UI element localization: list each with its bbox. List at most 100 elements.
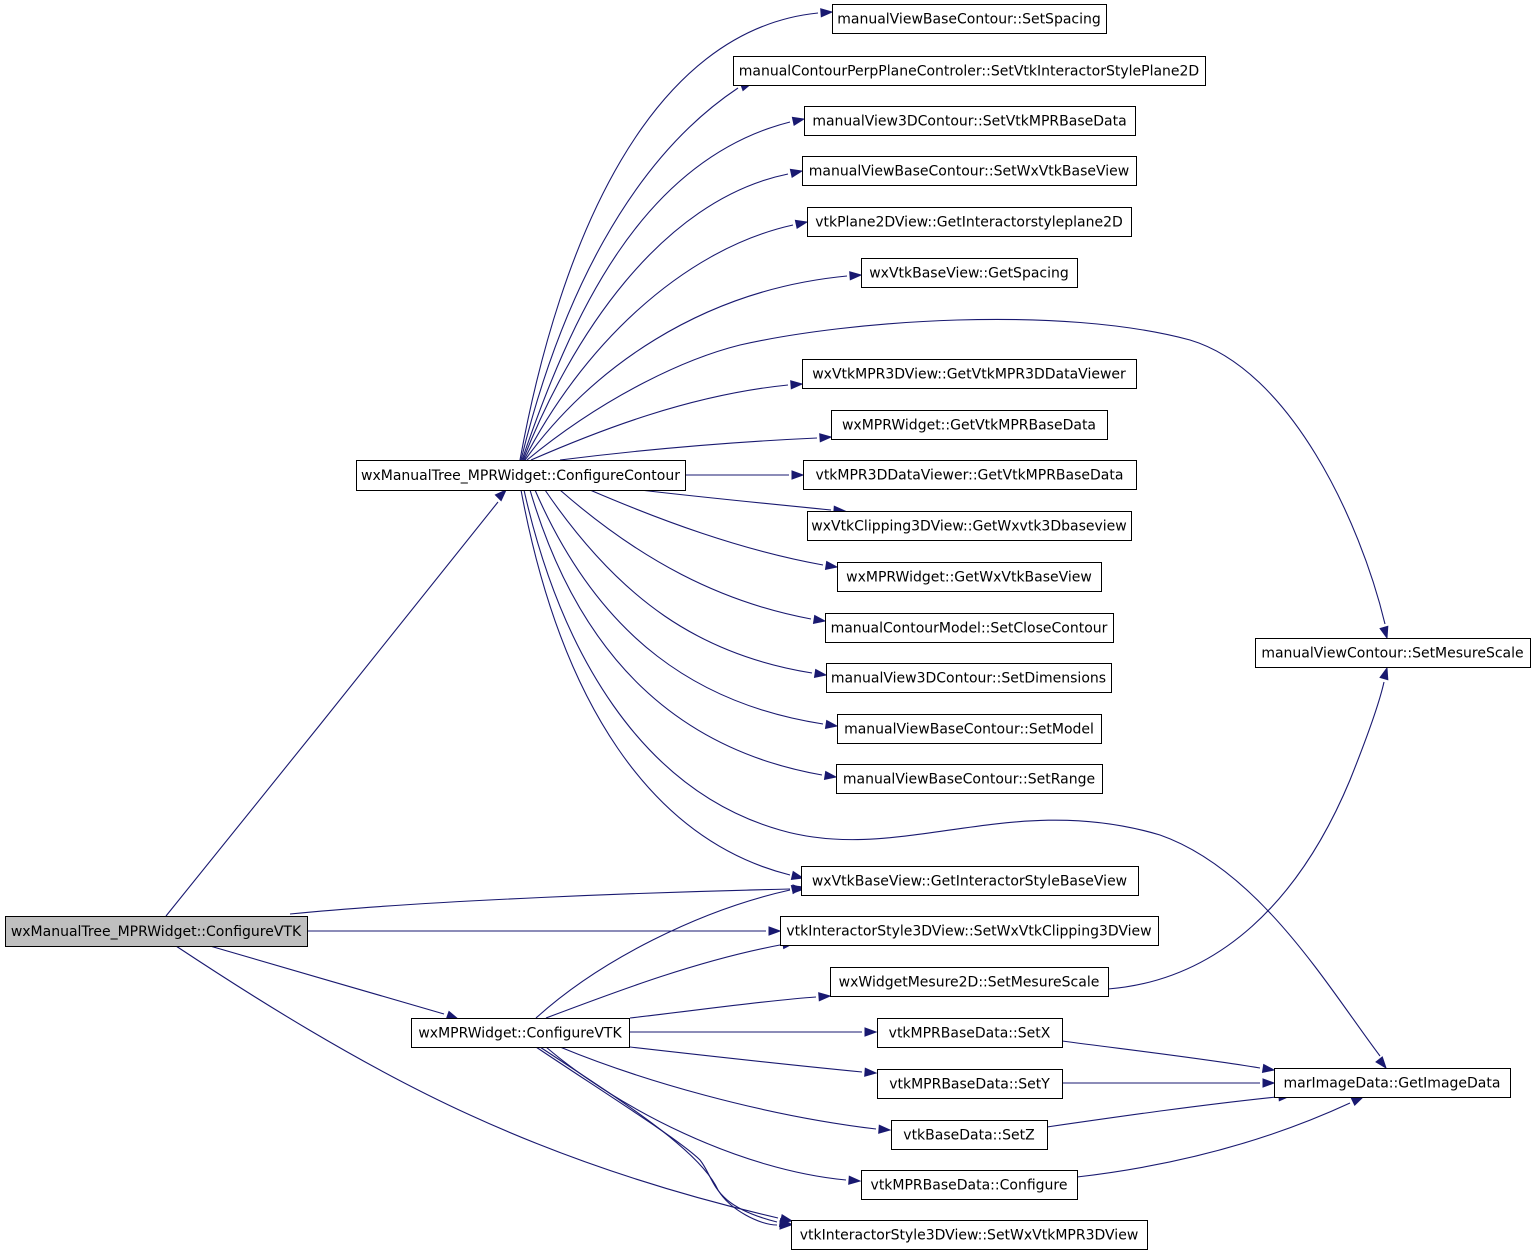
- node-box: [802, 156, 1137, 186]
- arrowhead: [789, 168, 804, 179]
- node-mpr-get-vtk-mpr-base-data[interactable]: wxMPRWidget::GetVtkMPRBaseData: [831, 410, 1108, 440]
- arrowhead: [864, 1027, 878, 1037]
- edge-arrow: [289, 884, 806, 915]
- node-label: manualViewBaseContour::SetSpacing: [837, 12, 1101, 28]
- edge-line: [530, 384, 789, 461]
- node-get-interactorstyleplane2d[interactable]: vtkPlane2DView::GetInteractorstyleplane2…: [807, 207, 1132, 237]
- edge-line: [544, 489, 813, 674]
- node-label: vtkMPRBaseData::Configure: [871, 1178, 1068, 1194]
- edge-line: [519, 12, 819, 461]
- node-set-mesure-scale[interactable]: manualViewContour::SetMesureScale: [1255, 638, 1531, 668]
- edge-line: [1076, 1102, 1351, 1178]
- edge-line: [559, 489, 812, 620]
- node-get-interactor-style-base-view[interactable]: wxVtkBaseView::GetInteractorStyleBaseVie…: [801, 866, 1139, 896]
- node-label: wxVtkMPR3DView::GetVtkMPR3DDataViewer: [812, 367, 1126, 383]
- node-set-model[interactable]: manualViewBaseContour::SetModel: [837, 714, 1102, 744]
- edge-line: [289, 888, 791, 915]
- edge-arrow: [535, 885, 805, 1019]
- node-get-spacing[interactable]: wxVtkBaseView::GetSpacing: [861, 258, 1078, 288]
- arrowhead: [1261, 1063, 1276, 1074]
- node-label: wxMPRWidget::GetVtkMPRBaseData: [842, 418, 1096, 434]
- node-box: [780, 916, 1159, 946]
- edge-arrow: [639, 489, 847, 515]
- node-box: [1255, 638, 1531, 668]
- node-label: manualViewBaseContour::SetWxVtkBaseView: [809, 164, 1129, 180]
- edge-arrow: [535, 1046, 793, 1228]
- node-box: [807, 207, 1132, 237]
- node-label: vtkMPRBaseData::SetY: [889, 1077, 1050, 1093]
- edge-arrow: [520, 82, 754, 461]
- node-set-x[interactable]: vtkMPRBaseData::SetX: [877, 1018, 1063, 1048]
- edge-line: [524, 275, 848, 461]
- node-get-vtk-mpr3d-data-viewer[interactable]: wxVtkMPR3DView::GetVtkMPR3DDataViewer: [802, 359, 1137, 389]
- node-set-wx-vtk-mpr3d-view[interactable]: vtkInteractorStyle3DView::SetWxVtkMPR3DV…: [791, 1220, 1148, 1250]
- node-set-y[interactable]: vtkMPRBaseData::SetY: [877, 1069, 1063, 1099]
- node-set-spacing[interactable]: manualViewBaseContour::SetSpacing: [832, 4, 1107, 34]
- arrowhead: [812, 614, 827, 625]
- node-set-wx-vtk-base-view[interactable]: manualViewBaseContour::SetWxVtkBaseView: [802, 156, 1137, 186]
- node-box: [1274, 1068, 1511, 1098]
- node-mpr-configure-vtk[interactable]: wxMPRWidget::ConfigureVTK: [411, 1018, 630, 1048]
- node-box: [837, 714, 1102, 744]
- edge-arrow: [524, 271, 863, 461]
- edge-arrow: [523, 219, 809, 461]
- edge-arrow: [1046, 1092, 1292, 1128]
- node-box: [877, 1018, 1063, 1048]
- edge-arrow: [529, 489, 838, 781]
- edge-arrow: [534, 489, 839, 730]
- node-box: [837, 562, 1102, 592]
- arrowhead: [494, 488, 508, 502]
- node-configure-vtk-root[interactable]: wxManualTree_MPRWidget::ConfigureVTK: [5, 916, 308, 947]
- edge-arrow: [589, 489, 839, 571]
- node-get-wx-vtk-base-view[interactable]: wxMPRWidget::GetWxVtkBaseView: [837, 562, 1102, 592]
- call-graph-nodes: wxManualTree_MPRWidget::ConfigureVTK wxMa…: [5, 4, 1531, 1250]
- arrowhead: [864, 1067, 878, 1077]
- node-set-range[interactable]: manualViewBaseContour::SetRange: [836, 764, 1103, 794]
- node-label: manualViewContour::SetMesureScale: [1261, 646, 1523, 662]
- edge-arrow: [629, 992, 832, 1019]
- edge-arrow: [629, 1046, 878, 1077]
- node-label: manualViewBaseContour::SetRange: [843, 772, 1095, 788]
- node-box: [733, 56, 1206, 86]
- node-get-image-data[interactable]: marImageData::GetImageData: [1274, 1068, 1511, 1098]
- node-get-wxvtk3dbaseview[interactable]: wxVtkClipping3DView::GetWxvtk3Dbaseview: [807, 511, 1132, 541]
- node-viewer-get-vtk-mpr-base-data[interactable]: vtkMPR3DDataViewer::GetVtkMPRBaseData: [803, 460, 1137, 490]
- edge-line: [545, 944, 781, 1019]
- node-box: [411, 1018, 630, 1048]
- edge-arrow: [175, 945, 794, 1224]
- edge-line: [559, 1046, 877, 1130]
- arrowhead: [1379, 666, 1389, 681]
- node-label: vtkInteractorStyle3DView::SetWxVtkMPR3DV…: [800, 1228, 1139, 1244]
- arrowhead: [1379, 625, 1389, 640]
- edge-line: [520, 489, 791, 876]
- edge-line: [529, 489, 823, 776]
- arrowhead: [790, 870, 805, 880]
- node-label: vtkInteractorStyle3DView::SetWxVtkClippi…: [786, 924, 1151, 940]
- node-set-close-contour[interactable]: manualContourModel::SetCloseContour: [825, 613, 1114, 643]
- node-box: [5, 916, 308, 947]
- arrowhead: [824, 719, 839, 730]
- edge-line: [535, 889, 791, 1019]
- node-label: wxMPRWidget::GetWxVtkBaseView: [846, 570, 1092, 586]
- edge-line: [629, 1046, 863, 1073]
- arrowhead: [794, 219, 809, 230]
- edge-line: [1107, 681, 1385, 990]
- edge-arrow: [1061, 1040, 1276, 1074]
- arrowhead: [1350, 1096, 1365, 1107]
- edge-arrow: [209, 945, 460, 1020]
- node-widget-set-mesure-scale[interactable]: wxWidgetMesure2D::SetMesureScale: [830, 967, 1109, 997]
- node-configure[interactable]: vtkMPRBaseData::Configure: [861, 1170, 1078, 1200]
- edge-arrow: [522, 168, 804, 461]
- node-configure-contour[interactable]: wxManualTree_MPRWidget::ConfigureContour: [356, 460, 686, 491]
- node-label: vtkPlane2DView::GetInteractorstyleplane2…: [815, 215, 1123, 231]
- node-set-vtk-mpr-base-data[interactable]: manualView3DContour::SetVtkMPRBaseData: [804, 106, 1136, 136]
- node-label: manualViewBaseContour::SetModel: [844, 722, 1094, 738]
- node-set-vtk-interactor-style-plane2d[interactable]: manualContourPerpPlaneControler::SetVtkI…: [733, 56, 1206, 86]
- node-set-wx-vtk-clipping3d-view[interactable]: vtkInteractorStyle3DView::SetWxVtkClippi…: [780, 916, 1159, 946]
- node-set-z[interactable]: vtkBaseData::SetZ: [891, 1120, 1048, 1150]
- edge-line: [175, 945, 779, 1219]
- edge-line: [526, 318, 1386, 625]
- edge-line: [639, 489, 832, 511]
- node-set-dimensions[interactable]: manualView3DContour::SetDimensions: [826, 663, 1112, 693]
